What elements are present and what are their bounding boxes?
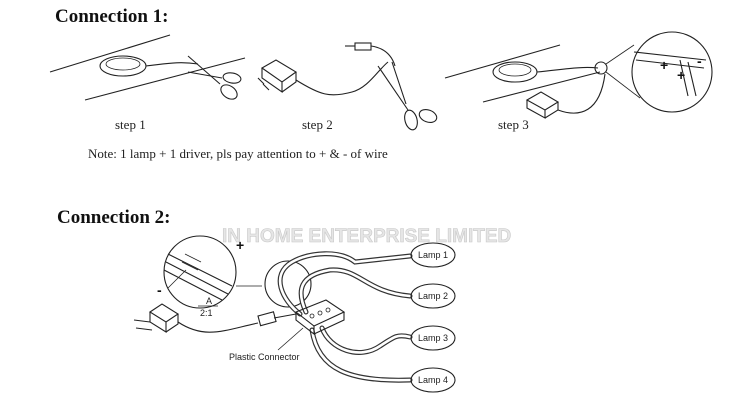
- power-adapter-icon: [133, 303, 180, 333]
- connection-2-title: Connection 2:: [57, 207, 170, 228]
- plastic-connector-label: Plastic Connector: [229, 352, 300, 362]
- scissors-icon: [187, 55, 242, 100]
- lamp-cables: [277, 251, 413, 383]
- lamp-1-label: Lamp 1: [418, 250, 448, 260]
- lamp-1: Lamp 1: [410, 242, 456, 268]
- step-2-label: step 2: [302, 117, 333, 132]
- lamp-3-label: Lamp 3: [418, 333, 448, 343]
- step-1-illustration: [49, 34, 246, 101]
- wire-detail-magnifier: + - A 2:1: [157, 235, 262, 318]
- wire-detail-magnifier: [631, 31, 713, 113]
- lamp-4-label: Lamp 4: [418, 375, 448, 385]
- scissors-icon: [377, 61, 438, 131]
- connector-callout: [264, 260, 312, 308]
- plus-sign: +: [677, 67, 685, 83]
- power-adapter-icon: [525, 91, 560, 119]
- step-2-illustration: [257, 42, 438, 131]
- plus-sign: +: [236, 237, 244, 253]
- section-label: A: [206, 296, 212, 306]
- connection-1-title: Connection 1:: [55, 6, 168, 27]
- watermark-text: IN HOME ENTERPRISE LIMITED: [222, 226, 511, 247]
- dc-plug-icon: [257, 311, 297, 327]
- step-3-illustration: + + -: [444, 31, 713, 119]
- lamp-3: Lamp 3: [410, 325, 456, 351]
- lamp-4: Lamp 4: [410, 367, 456, 393]
- step-1-label: step 1: [115, 117, 146, 132]
- connection-1-note: Note: 1 lamp + 1 driver, pls pay attenti…: [88, 146, 388, 161]
- step-3-label: step 3: [498, 117, 529, 132]
- minus-sign: -: [697, 53, 702, 69]
- lamp-2-label: Lamp 2: [418, 291, 448, 301]
- dc-plug-icon: [345, 42, 396, 67]
- power-adapter-icon: [257, 59, 298, 94]
- scale-label: 2:1: [200, 308, 213, 318]
- lamp-2: Lamp 2: [410, 283, 456, 309]
- plastic-connector: [294, 299, 346, 336]
- plus-sign: +: [660, 57, 668, 73]
- minus-sign: -: [157, 282, 162, 298]
